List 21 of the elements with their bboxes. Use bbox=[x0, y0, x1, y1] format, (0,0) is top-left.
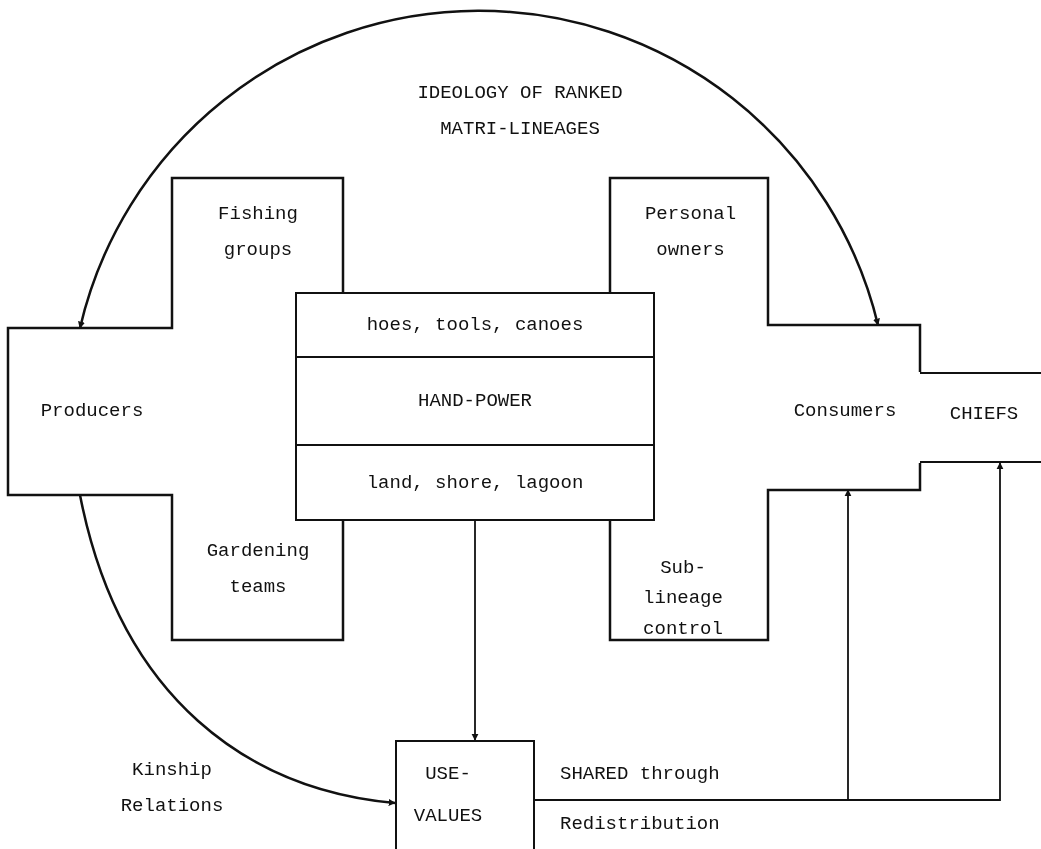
node-label: Personal owners bbox=[643, 202, 738, 264]
node-label: Consumers bbox=[792, 399, 898, 424]
stepped-outline-box bbox=[610, 178, 920, 640]
edge-label: Redistribution bbox=[560, 812, 721, 837]
arrow bbox=[78, 10, 880, 329]
node-label: USE- VALUES bbox=[412, 762, 484, 829]
three-row-box bbox=[295, 292, 655, 521]
edge-label: IDEOLOGY OF RANKED MATRI-LINEAGES bbox=[416, 81, 624, 143]
arrow bbox=[471, 520, 479, 741]
row-label: HAND-POWER bbox=[297, 355, 653, 445]
node-label: CHIEFS bbox=[948, 402, 1020, 427]
open-ended-box bbox=[920, 372, 1041, 463]
edge-label: Kinship Relations bbox=[119, 758, 225, 820]
process-box bbox=[395, 740, 535, 849]
row-label: land, shore, lagoon bbox=[297, 444, 653, 519]
row-label: hoes, tools, canoes bbox=[365, 312, 585, 338]
node-label: Gardening teams bbox=[205, 539, 311, 601]
node-label: Sub- lineage control bbox=[642, 556, 724, 642]
edge-label: SHARED through bbox=[560, 762, 721, 787]
node-label: Producers bbox=[39, 399, 145, 424]
node-label: Fishing groups bbox=[217, 202, 299, 264]
